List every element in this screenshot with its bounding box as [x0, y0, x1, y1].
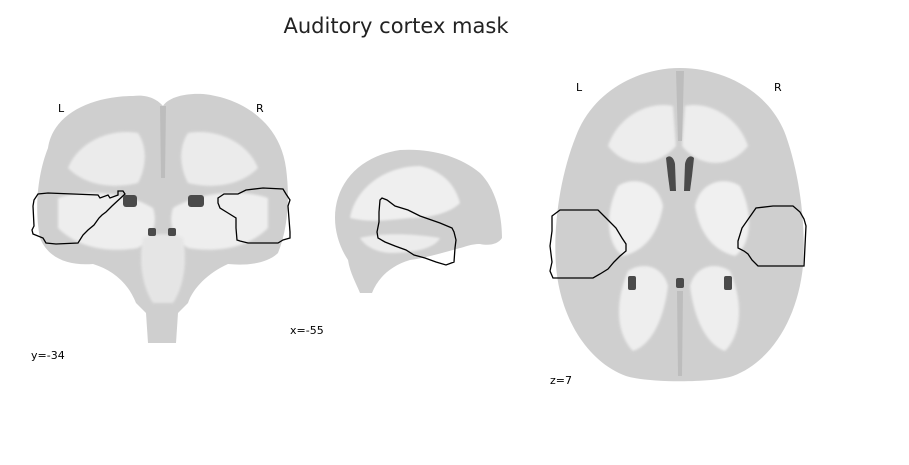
- axial-brain-slice: [549, 68, 807, 382]
- axial-coordinate: z=7: [550, 374, 572, 387]
- coronal-brain-slice: [31, 93, 291, 344]
- sagittal-view: x=-55: [290, 148, 510, 337]
- coronal-right-label: R: [256, 102, 264, 115]
- axial-ventricles: [628, 156, 732, 290]
- axial-left-mask-outline: [549, 209, 627, 279]
- coronal-right-mask-outline: [217, 187, 291, 244]
- sagittal-mask-outline: [376, 197, 457, 266]
- coronal-coordinate: y=-34: [31, 349, 65, 362]
- axial-right-mask-outline: [737, 205, 807, 267]
- sagittal-coordinate: x=-55: [290, 324, 324, 337]
- axial-view: L R z=7: [548, 66, 810, 387]
- coronal-ventricles: [123, 195, 204, 236]
- axial-left-label: L: [576, 81, 583, 94]
- figure-title: Auditory cortex mask: [283, 14, 509, 38]
- coronal-view: L R y=-34: [28, 88, 293, 362]
- coronal-left-label: L: [58, 102, 65, 115]
- axial-right-label: R: [774, 81, 782, 94]
- sagittal-brain-slice: [335, 149, 502, 293]
- coronal-left-mask-outline: [31, 190, 126, 245]
